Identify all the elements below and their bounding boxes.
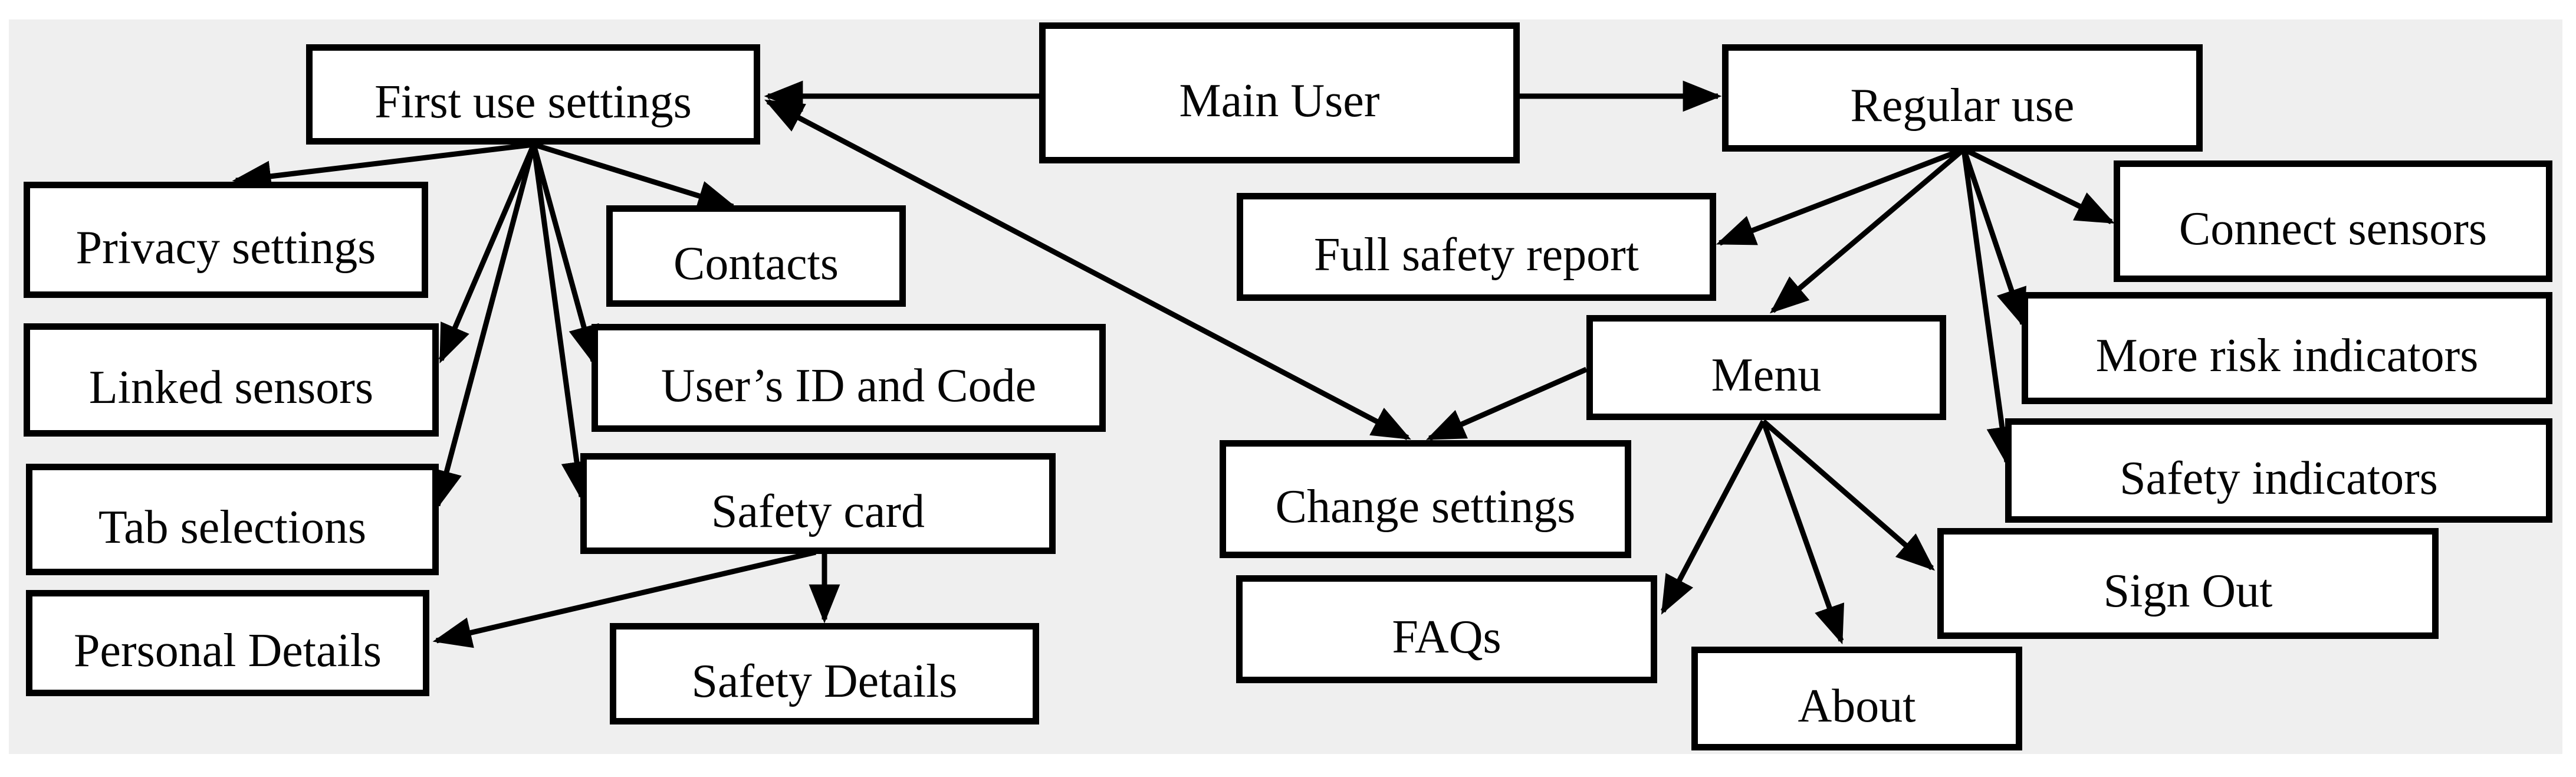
node-regular-use: Regular use <box>1722 44 2203 152</box>
node-users-id-and-code: User’s ID and Code <box>592 324 1106 432</box>
node-more-risk-indicators: More risk indicators <box>2022 292 2552 404</box>
node-faqs: FAQs <box>1236 575 1657 683</box>
node-safety-card: Safety card <box>580 453 1056 554</box>
node-about: About <box>1691 647 2022 750</box>
node-change-settings: Change settings <box>1220 440 1631 558</box>
node-connect-sensors: Connect sensors <box>2114 160 2552 282</box>
node-safety-details: Safety Details <box>610 623 1039 724</box>
node-personal-details: Personal Details <box>26 590 429 696</box>
node-first-use-settings: First use settings <box>306 44 760 145</box>
node-privacy-settings: Privacy settings <box>24 182 428 298</box>
node-sign-out: Sign Out <box>1937 528 2439 639</box>
node-linked-sensors: Linked sensors <box>24 323 439 437</box>
node-main-user: Main User <box>1039 22 1520 163</box>
node-menu: Menu <box>1586 315 1946 420</box>
node-safety-indicators: Safety indicators <box>2005 418 2552 523</box>
node-full-safety-report: Full safety report <box>1237 193 1716 301</box>
node-tab-selections: Tab selections <box>26 464 439 575</box>
node-contacts: Contacts <box>606 205 906 307</box>
